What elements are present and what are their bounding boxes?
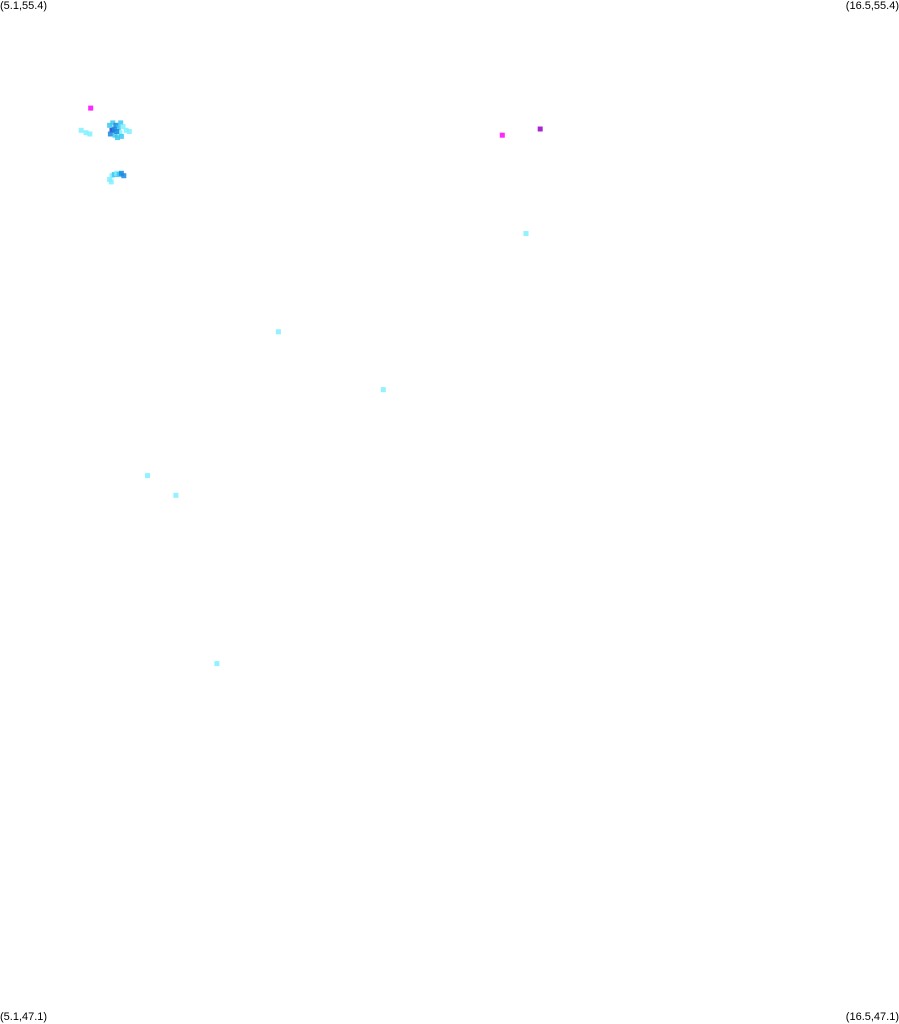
map-point[interactable]	[123, 127, 129, 133]
map-point[interactable]	[380, 387, 386, 393]
map-point[interactable]	[78, 127, 84, 133]
map-point[interactable]	[110, 120, 116, 126]
map-point[interactable]	[108, 179, 114, 185]
map-point[interactable]	[120, 124, 126, 130]
map-point[interactable]	[117, 130, 123, 136]
map-point[interactable]	[126, 129, 132, 134]
map-point[interactable]	[107, 122, 113, 128]
map-point[interactable]	[83, 130, 89, 136]
map-point[interactable]	[275, 329, 281, 335]
map-point[interactable]	[107, 131, 113, 137]
corner-label-bottom-right: (16.5,47.1)	[845, 1011, 899, 1023]
map-point[interactable]	[87, 131, 93, 137]
map-point[interactable]	[115, 125, 121, 131]
map-point[interactable]	[173, 492, 179, 498]
map-point[interactable]	[145, 473, 150, 479]
corner-label-bottom-left: (5.1,47.1)	[0, 1011, 48, 1023]
map-point[interactable]	[499, 132, 505, 138]
map-point[interactable]	[537, 126, 543, 132]
map-point[interactable]	[214, 661, 220, 667]
map-point[interactable]	[121, 173, 127, 179]
map-point[interactable]	[523, 231, 529, 236]
map-point[interactable]	[118, 133, 124, 139]
corner-label-top-right: (16.5,55.4)	[845, 0, 899, 12]
map-point[interactable]	[115, 135, 120, 141]
map-point[interactable]	[118, 120, 124, 126]
corner-label-top-left: (5.1,55.4)	[0, 0, 48, 12]
map-point[interactable]	[114, 129, 120, 134]
map-point[interactable]	[88, 105, 94, 111]
point-layer	[78, 105, 543, 667]
